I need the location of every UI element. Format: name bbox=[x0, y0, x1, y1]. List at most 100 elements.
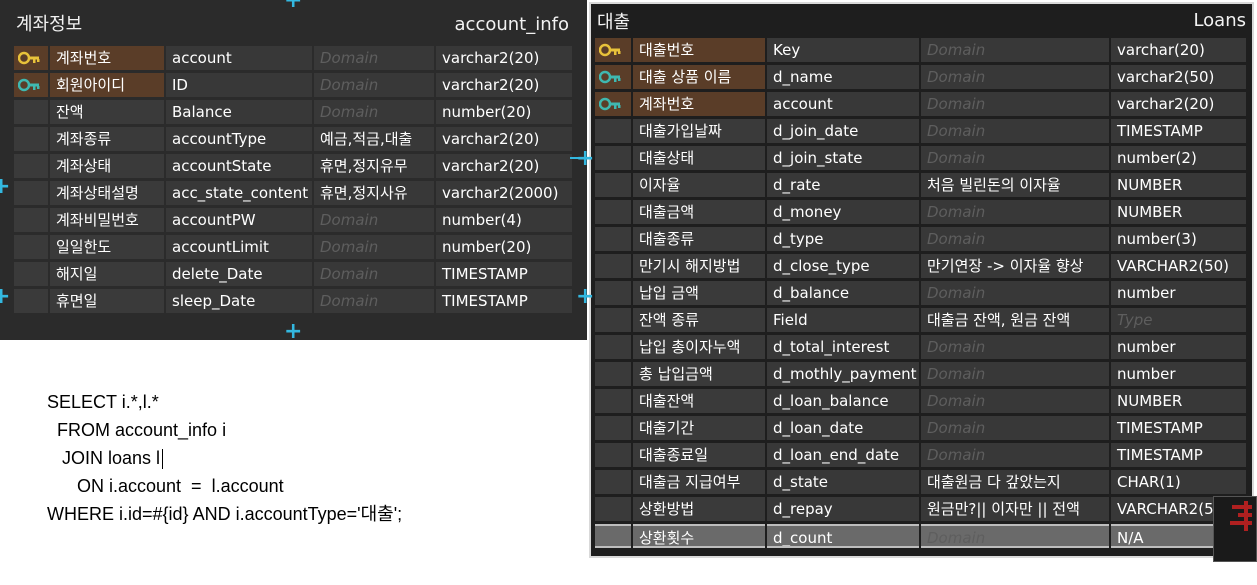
key-cell[interactable] bbox=[14, 154, 48, 178]
overview-thumbnail[interactable] bbox=[1213, 496, 1257, 562]
column-physical-name[interactable]: accountLimit bbox=[166, 235, 312, 259]
key-cell[interactable] bbox=[595, 524, 631, 548]
column-physical-name[interactable]: d_name bbox=[767, 65, 919, 89]
column-logical-name[interactable]: 대출 상품 이름 bbox=[633, 65, 765, 89]
column-domain[interactable]: Domain bbox=[314, 235, 434, 259]
column-domain[interactable]: Domain bbox=[921, 335, 1109, 359]
key-cell[interactable] bbox=[14, 181, 48, 205]
key-cell[interactable] bbox=[595, 281, 631, 305]
column-logical-name[interactable]: 대출상태 bbox=[633, 146, 765, 170]
column-physical-name[interactable]: d_close_type bbox=[767, 254, 919, 278]
plus-connector-icon[interactable]: + bbox=[284, 319, 303, 344]
column-logical-name[interactable]: 계좌상태 bbox=[50, 154, 164, 178]
column-physical-name[interactable]: account bbox=[166, 46, 312, 70]
column-logical-name[interactable]: 대출종료일 bbox=[633, 443, 765, 467]
key-cell[interactable] bbox=[14, 100, 48, 124]
column-domain[interactable]: Domain bbox=[921, 38, 1109, 62]
column-datatype[interactable]: varchar(20) bbox=[1111, 38, 1246, 62]
column-domain[interactable]: Domain bbox=[921, 362, 1109, 386]
column-domain[interactable]: 대출금 잔액, 원금 잔액 bbox=[921, 308, 1109, 332]
column-domain[interactable]: Domain bbox=[314, 100, 434, 124]
column-domain[interactable]: Domain bbox=[921, 227, 1109, 251]
column-datatype[interactable]: VARCHAR2(50) bbox=[1111, 254, 1246, 278]
column-logical-name[interactable]: 휴면일 bbox=[50, 289, 164, 313]
plus-connector-icon[interactable]: + bbox=[0, 174, 11, 199]
key-cell[interactable] bbox=[14, 235, 48, 259]
key-cell[interactable] bbox=[595, 362, 631, 386]
column-domain[interactable]: Domain bbox=[921, 146, 1109, 170]
column-datatype[interactable]: number(4) bbox=[436, 208, 572, 232]
column-datatype[interactable]: varchar2(20) bbox=[436, 73, 572, 97]
column-logical-name[interactable]: 대출종류 bbox=[633, 227, 765, 251]
column-datatype[interactable]: varchar2(2000) bbox=[436, 181, 572, 205]
column-domain[interactable]: Domain bbox=[314, 208, 434, 232]
column-datatype[interactable]: NUMBER bbox=[1111, 200, 1246, 224]
key-cell[interactable] bbox=[595, 389, 631, 413]
key-cell[interactable] bbox=[595, 254, 631, 278]
column-domain[interactable]: Domain bbox=[921, 200, 1109, 224]
column-logical-name[interactable]: 대출잔액 bbox=[633, 389, 765, 413]
key-cell[interactable] bbox=[595, 200, 631, 224]
column-domain[interactable]: Domain bbox=[921, 416, 1109, 440]
column-physical-name[interactable]: d_money bbox=[767, 200, 919, 224]
key-cell[interactable] bbox=[595, 416, 631, 440]
column-physical-name[interactable]: d_mothly_payment bbox=[767, 362, 919, 386]
column-logical-name[interactable]: 해지일 bbox=[50, 262, 164, 286]
column-logical-name[interactable]: 잔액 bbox=[50, 100, 164, 124]
column-physical-name[interactable]: accountState bbox=[166, 154, 312, 178]
column-domain[interactable]: Domain bbox=[314, 262, 434, 286]
column-physical-name[interactable]: d_rate bbox=[767, 173, 919, 197]
column-datatype[interactable]: NUMBER bbox=[1111, 173, 1246, 197]
column-datatype[interactable]: varchar2(50) bbox=[1111, 65, 1246, 89]
column-physical-name[interactable]: d_repay bbox=[767, 497, 919, 521]
key-cell[interactable] bbox=[595, 470, 631, 494]
key-cell[interactable] bbox=[595, 227, 631, 251]
column-physical-name[interactable]: d_count bbox=[767, 524, 919, 548]
column-domain[interactable]: 대출원금 다 갚았는지 bbox=[921, 470, 1109, 494]
column-logical-name[interactable]: 이자율 bbox=[633, 173, 765, 197]
column-datatype[interactable]: number bbox=[1111, 362, 1246, 386]
column-physical-name[interactable]: accountPW bbox=[166, 208, 312, 232]
key-cell[interactable] bbox=[595, 497, 631, 521]
key-cell[interactable] bbox=[595, 173, 631, 197]
key-cell[interactable] bbox=[14, 73, 48, 97]
column-physical-name[interactable]: d_loan_date bbox=[767, 416, 919, 440]
key-cell[interactable] bbox=[14, 127, 48, 151]
column-logical-name[interactable]: 대출금 지급여부 bbox=[633, 470, 765, 494]
column-physical-name[interactable]: d_loan_end_date bbox=[767, 443, 919, 467]
column-datatype[interactable]: Type bbox=[1111, 308, 1246, 332]
key-cell[interactable] bbox=[14, 208, 48, 232]
column-logical-name[interactable]: 계좌상태설명 bbox=[50, 181, 164, 205]
plus-connector-icon[interactable]: + bbox=[576, 148, 594, 170]
column-physical-name[interactable]: accountType bbox=[166, 127, 312, 151]
column-datatype[interactable]: number(20) bbox=[436, 235, 572, 259]
key-cell[interactable] bbox=[14, 46, 48, 70]
key-cell[interactable] bbox=[595, 308, 631, 332]
column-domain[interactable]: 휴면,정지유무 bbox=[314, 154, 434, 178]
column-physical-name[interactable]: d_balance bbox=[767, 281, 919, 305]
column-logical-name[interactable]: 일일한도 bbox=[50, 235, 164, 259]
plus-connector-icon[interactable]: + bbox=[576, 284, 595, 309]
column-logical-name[interactable]: 계좌번호 bbox=[633, 92, 765, 116]
column-datatype[interactable]: varchar2(20) bbox=[436, 127, 572, 151]
column-domain[interactable]: 처음 빌린돈의 이자율 bbox=[921, 173, 1109, 197]
column-datatype[interactable]: number(3) bbox=[1111, 227, 1246, 251]
key-cell[interactable] bbox=[14, 289, 48, 313]
